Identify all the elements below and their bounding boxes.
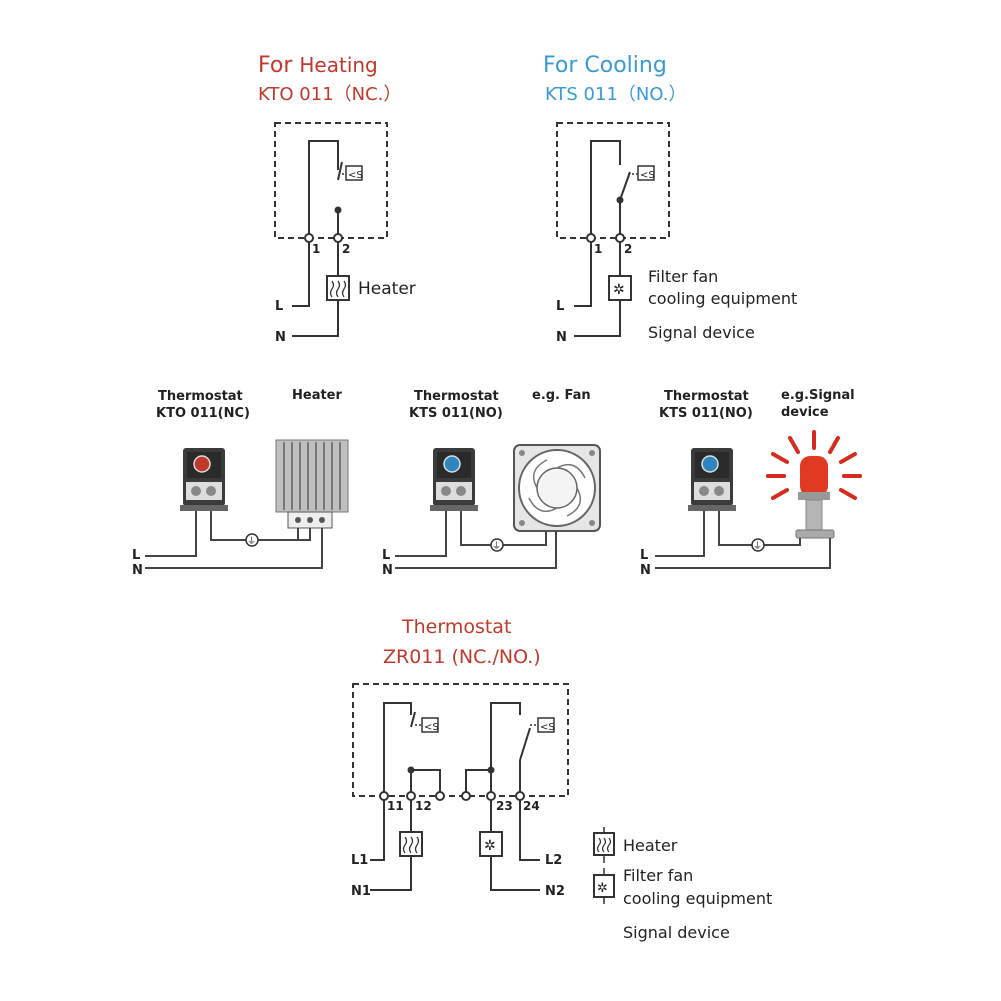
svg-text:Thermostat: Thermostat (158, 389, 243, 404)
zr-title: Thermostat (401, 616, 511, 638)
svg-text:⏚: ⏚ (247, 536, 256, 547)
svg-text:e.g.Signal: e.g.Signal (781, 388, 855, 403)
signal-beacon-icon (766, 430, 862, 539)
knob (193, 455, 211, 473)
heater-device (275, 439, 349, 529)
cooling-title: For Cooling (543, 53, 667, 78)
svg-text:L: L (382, 548, 390, 563)
svg-text:<S: <S (640, 170, 655, 181)
photo-signal-wiring: Thermostat KTS 011(NO) e.g.Signal device (640, 388, 862, 578)
fan-icon: ✲ (593, 874, 615, 898)
svg-text:⏚: ⏚ (492, 541, 501, 552)
photo-heater-wiring: Thermostat KTO 011(NC) Heater (132, 388, 349, 578)
heater-icon (593, 832, 615, 856)
thermostat-device (430, 448, 478, 511)
svg-text:<S: <S (348, 170, 363, 181)
svg-text:L: L (556, 299, 564, 314)
svg-text:e.g. Fan: e.g. Fan (532, 388, 591, 403)
svg-text:1: 1 (312, 242, 320, 256)
svg-text:N: N (382, 563, 393, 578)
knob (443, 455, 461, 473)
thermostat-sensor-icon: <S (345, 165, 363, 181)
heating-model: KTO 011（NC.） (258, 84, 401, 105)
fan-icon: ✲ (479, 831, 503, 857)
zr-housing (352, 683, 569, 797)
cooling-load-label-2: cooling equipment (648, 289, 797, 308)
svg-text:Thermostat: Thermostat (664, 389, 749, 404)
heating-load-label: Heater (358, 279, 416, 299)
svg-text:23: 23 (496, 799, 513, 813)
svg-text:2: 2 (624, 242, 632, 256)
cooling-schematic: For Cooling KTS 011（NO.） <S 1 2 ✲ Filter… (543, 53, 797, 345)
legend-fan: Filter fan (623, 866, 693, 885)
svg-text:L: L (275, 299, 283, 314)
zr011-schematic: Thermostat ZR011 (NC./NO.) <S <S 11 (351, 616, 569, 899)
svg-text:Heater: Heater (292, 388, 343, 403)
svg-text:Thermostat: Thermostat (414, 389, 499, 404)
thermostat-sensor-icon: <S (421, 717, 439, 733)
svg-text:KTS 011(NO): KTS 011(NO) (659, 406, 753, 421)
svg-text:11: 11 (387, 799, 404, 813)
svg-text:L: L (132, 548, 140, 563)
svg-text:✲: ✲ (613, 282, 625, 298)
svg-text:L: L (640, 548, 648, 563)
svg-text:N1: N1 (351, 884, 371, 899)
svg-text:L1: L1 (351, 853, 368, 868)
svg-text:N: N (556, 330, 567, 345)
svg-text:N: N (640, 563, 651, 578)
zr-model: ZR011 (NC./NO.) (383, 646, 541, 668)
svg-text:KTO 011(NC): KTO 011(NC) (156, 406, 250, 421)
heater-icon (399, 831, 423, 857)
ground-icon: ⏚ (751, 538, 765, 552)
svg-text:1: 1 (594, 242, 602, 256)
heating-housing (274, 122, 388, 239)
thermostat-device (180, 448, 228, 511)
svg-text:24: 24 (523, 799, 540, 813)
svg-text:⏚: ⏚ (753, 541, 762, 552)
photo-fan-wiring: Thermostat KTS 011(NO) e.g. Fan ⏚ (382, 388, 601, 578)
svg-text:✲: ✲ (597, 881, 608, 896)
svg-text:device: device (781, 405, 829, 420)
cooling-housing (556, 122, 670, 239)
heating-title: For Heating (258, 53, 378, 78)
heating-schematic: For Heating KTO 011（NC.） <S 1 2 Heater L… (258, 53, 416, 345)
legend: Heater ✲ Filter fan cooling equipment Si… (593, 827, 772, 942)
svg-text:2: 2 (342, 242, 350, 256)
ground-icon: ⏚ (490, 538, 504, 552)
ground-icon: ⏚ (245, 533, 259, 547)
cooling-load-label-1: Filter fan (648, 267, 718, 286)
thermostat-sensor-icon: <S (637, 165, 655, 181)
legend-cooling: cooling equipment (623, 889, 772, 908)
svg-text:L2: L2 (545, 853, 562, 868)
svg-text:N: N (275, 330, 286, 345)
svg-text:KTS 011(NO): KTS 011(NO) (409, 406, 503, 421)
svg-text:N2: N2 (545, 884, 565, 899)
svg-text:N: N (132, 563, 143, 578)
cooling-model: KTS 011（NO.） (545, 84, 687, 105)
svg-text:12: 12 (415, 799, 432, 813)
svg-text:<S: <S (540, 722, 555, 733)
thermostat-sensor-icon: <S (537, 717, 555, 733)
fan-icon: ✲ (608, 275, 632, 301)
svg-text:✲: ✲ (484, 838, 496, 854)
cooling-load-label-3: Signal device (648, 323, 755, 342)
heater-icon (326, 275, 350, 301)
thermostat-device (688, 448, 736, 511)
legend-heater: Heater (623, 836, 678, 855)
legend-signal: Signal device (623, 923, 730, 942)
fan-device (513, 444, 601, 532)
knob (701, 455, 719, 473)
svg-text:<S: <S (424, 722, 439, 733)
